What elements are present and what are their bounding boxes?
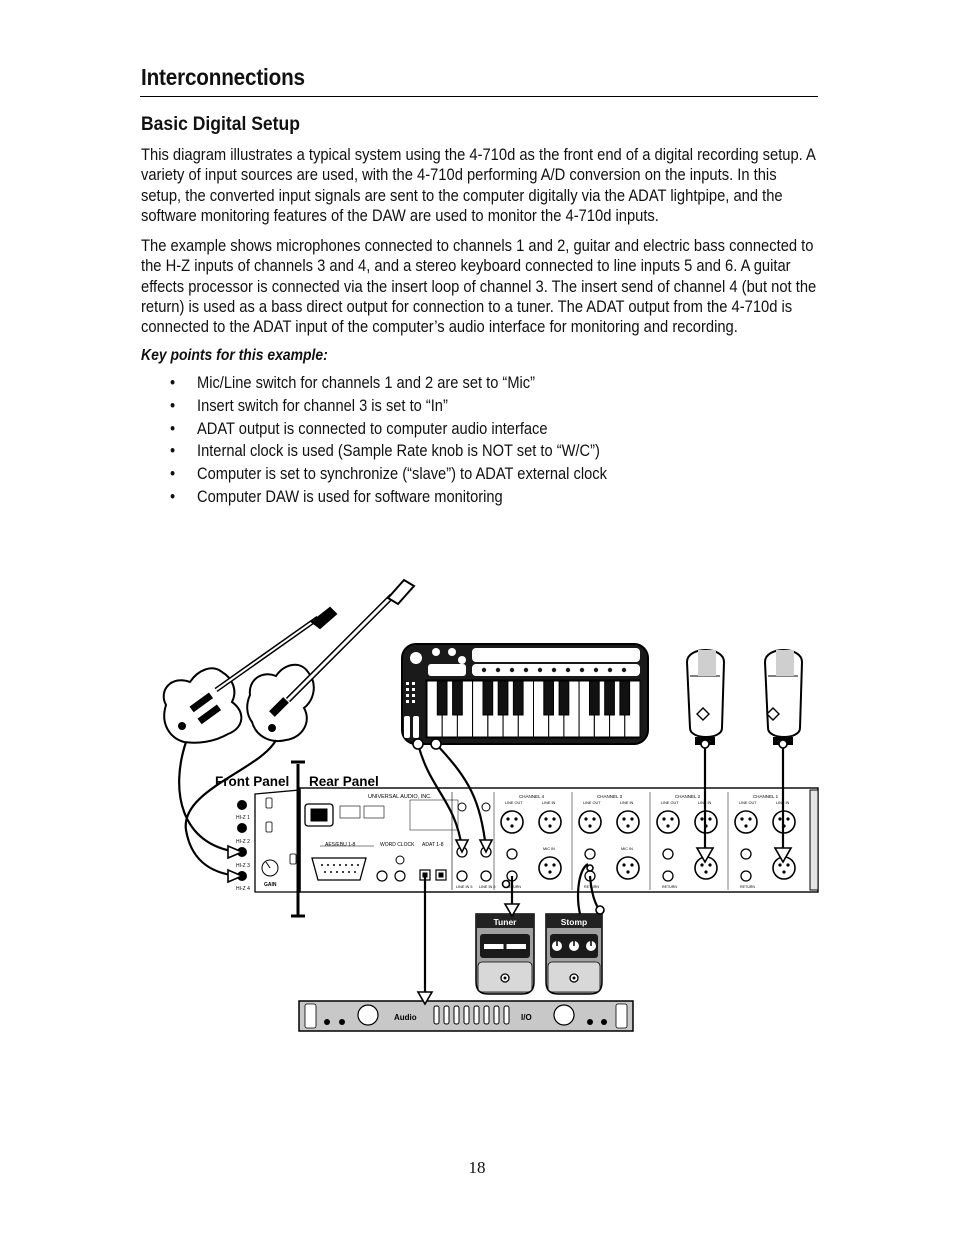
cables [178,739,785,994]
key-points-list: •Mic/Line switch for channels 1 and 2 ar… [170,372,607,509]
black-key [589,680,600,716]
stomp-label: Stomp [561,917,587,927]
stomp-pedal-icon: Stomp [545,913,603,995]
svg-text:LINE OUT: LINE OUT [661,801,679,805]
list-item: •ADAT output is connected to computer au… [170,418,607,441]
unit-chassis [254,760,819,918]
microphone-icon [763,649,804,745]
bullet: • [170,465,176,484]
svg-text:MIC IN: MIC IN [621,847,633,851]
manufacturer-label: UNIVERSAL AUDIO, INC. [368,794,432,800]
connection-diagram: Front Panel Rear Panel HI-Z 1 HI-Z 2 HI-… [162,578,819,1032]
page-number: 18 [468,1158,486,1177]
black-key [604,680,615,716]
black-key [452,680,463,716]
channel-4-label: CHANNEL 4 [519,794,545,799]
title-rule [140,96,818,97]
front-panel-label: Front Panel [215,774,289,789]
black-key [619,680,631,716]
black-key [436,680,448,716]
svg-text:LINE IN: LINE IN [542,801,556,805]
black-key [497,680,509,716]
svg-text:LINE IN: LINE IN [620,801,634,805]
svg-text:RETURN: RETURN [662,885,677,889]
io-label: I/O [521,1013,532,1022]
rear-line-inputs: LINE IN 5 LINE IN 6 [451,792,495,890]
svg-text:RETURN: RETURN [506,885,521,889]
electric-guitar-icon [162,606,338,744]
line-in-5-label: LINE IN 5 [456,885,472,889]
keyboard-controller-icon [401,643,649,745]
cable-arrows [227,839,793,1006]
bullet: • [170,442,176,461]
black-key [543,680,554,716]
key-points-heading: Key points for this example: [141,347,328,364]
aesebu-label: AES/EBU 1-8 [325,842,356,848]
channel-2-label: CHANNEL 2 [675,794,701,799]
microphone-icon [685,649,726,745]
intro-paragraph: This diagram illustrates a typical syste… [141,146,816,225]
svg-text:RETURN: RETURN [740,885,755,889]
bass-guitar-icon [246,578,416,742]
rear-panel-label: Rear Panel [309,774,379,789]
bullet: • [170,374,176,392]
hiz-1-label: HI-Z 1 [236,815,250,821]
bullet: • [170,396,176,415]
svg-text:LINE OUT: LINE OUT [739,801,757,805]
channel-strips: CHANNEL 4 CHANNEL 3 CHANNEL 2 CHANNEL 1 [493,792,796,890]
tuner-label: Tuner [494,917,518,927]
bullet: • [170,419,176,438]
audio-interface-icon: Audio I/O [298,1000,634,1032]
list-item: •Computer DAW is used for software monit… [170,486,607,509]
svg-text:MIC IN: MIC IN [543,847,555,851]
section-title: Basic Digital Setup [141,113,300,135]
gain-label: GAIN [264,882,277,888]
page-title: Interconnections [141,64,305,90]
hiz-2-label: HI-Z 2 [236,839,250,845]
list-item: •Insert switch for channel 3 is set to “… [170,395,607,418]
front-panel-hiz: HI-Z 1 HI-Z 2 HI-Z 3 HI-Z 4 GAIN [236,797,297,892]
hiz-3-label: HI-Z 3 [236,863,250,869]
tuner-pedal-icon: Tuner [475,913,535,995]
list-item: •Computer is set to synchronize (“slave”… [170,463,607,486]
hiz-4-label: HI-Z 4 [236,886,250,892]
line-in-6-label: LINE IN 6 [479,885,495,889]
word-clock-label: WORD CLOCK [380,842,415,848]
svg-text:LINE OUT: LINE OUT [505,801,523,805]
adat-label: ADAT 1-8 [422,842,444,848]
example-paragraph: The example shows microphones connected … [141,237,817,337]
channel-3-label: CHANNEL 3 [597,794,623,799]
list-item: •Internal clock is used (Sample Rate kno… [170,440,607,463]
rear-panel-io: UNIVERSAL AUDIO, INC. AES/EBU 1-8 WORD C… [304,794,459,882]
svg-text:LINE OUT: LINE OUT [583,801,601,805]
black-key [558,680,570,716]
list-item: •Mic/Line switch for channels 1 and 2 ar… [170,372,607,395]
audio-label: Audio [394,1013,417,1022]
cable-plugs [412,738,788,889]
channel-1-label: CHANNEL 1 [753,794,779,799]
black-key [482,680,494,716]
bullet: • [170,487,176,506]
black-key [512,680,524,716]
